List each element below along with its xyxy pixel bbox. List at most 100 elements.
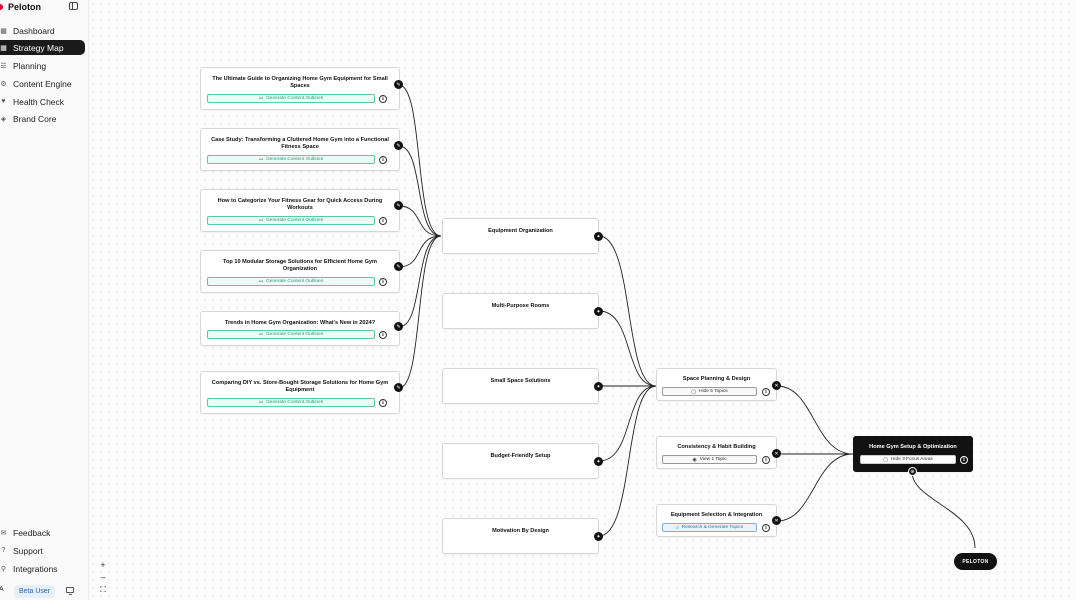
lightbulb-icon[interactable]: ✦	[594, 532, 603, 541]
info-icon[interactable]: i	[379, 95, 387, 103]
sidebar-item-strategy-map[interactable]: ▦ Strategy Map	[0, 40, 85, 55]
link-icon: ⚯	[258, 156, 264, 163]
info-icon[interactable]: i	[762, 456, 770, 464]
button-label: Generate Content Outlines	[266, 279, 324, 284]
focus-area-node[interactable]: Budget-Friendly Setup	[442, 443, 599, 479]
root-title: Home Gym Setup & Optimization	[869, 444, 957, 450]
generate-outlines-button[interactable]: ⚯Generate Content Outlines	[207, 398, 375, 407]
focus-area-node[interactable]: Equipment Organization	[442, 218, 599, 254]
button-label: Generate Content Outlines	[266, 332, 324, 337]
sidebar-item-label: Brand Core	[13, 113, 57, 124]
map-icon: ▦	[0, 44, 7, 52]
generate-outlines-button[interactable]: ⚯Generate Content Outlines	[207, 277, 375, 286]
lightbulb-icon[interactable]: ✦	[594, 457, 603, 466]
sidebar-item-label: Dashboard	[13, 25, 55, 36]
sidebar-item-label: Health Check	[13, 96, 65, 107]
button-label: Generate Content Outlines	[266, 218, 324, 223]
engine-icon: ⚙	[0, 80, 7, 88]
edit-icon[interactable]: ✎	[394, 322, 403, 331]
link-icon: ⚯	[258, 278, 264, 285]
generate-outlines-button[interactable]: ⚯Generate Content Outlines	[207, 155, 375, 164]
strategy-map-canvas[interactable]: The Ultimate Guide to Organizing Home Gy…	[89, 0, 1076, 600]
edge	[598, 235, 657, 387]
info-icon[interactable]: i	[379, 331, 387, 339]
info-icon[interactable]: i	[379, 156, 387, 164]
lightbulb-icon[interactable]: ✦	[594, 382, 603, 391]
button-label: Hide 3 Focus Areas	[890, 457, 933, 462]
link-icon: ⚯	[258, 95, 264, 102]
edit-icon[interactable]: ✎	[394, 201, 403, 210]
info-icon[interactable]: i	[379, 278, 387, 286]
edit-icon[interactable]: ✎	[394, 262, 403, 271]
category-node[interactable]: Equipment Selection & Integration ⌕Resea…	[656, 504, 777, 537]
hide-topics-button[interactable]: ▢Hide 5 Topics	[662, 387, 757, 396]
edge	[398, 205, 442, 237]
info-icon[interactable]: i	[960, 456, 968, 464]
focus-area-title: Multi-Purpose Rooms	[491, 303, 550, 309]
sidebar-item-content-engine[interactable]: ⚙ Content Engine	[0, 76, 85, 91]
button-label: Research & Generate Topics	[681, 525, 744, 530]
hide-focus-areas-button[interactable]: ▢Hide 3 Focus Areas	[860, 455, 956, 464]
focus-area-node[interactable]: Motivation By Design	[442, 518, 599, 554]
focus-area-node[interactable]: Multi-Purpose Rooms	[442, 293, 599, 329]
topic-node[interactable]: Trends in Home Gym Organization: What's …	[200, 311, 400, 346]
collapse-icon[interactable]: ✕	[772, 449, 781, 458]
generate-outlines-button[interactable]: ⚯Generate Content Outlines	[207, 94, 375, 103]
bottom-link-label: Support	[13, 545, 43, 556]
bottom-link-label: Feedback	[13, 527, 51, 538]
sidebar-item-label: Content Engine	[13, 78, 72, 89]
topic-node[interactable]: The Ultimate Guide to Organizing Home Gy…	[200, 67, 400, 110]
sidebar-item-planning[interactable]: ☰ Planning	[0, 58, 85, 73]
beta-user-badge[interactable]: Beta User	[14, 585, 56, 598]
info-icon[interactable]: i	[379, 217, 387, 225]
generate-outlines-button[interactable]: ⚯Generate Content Outlines	[207, 330, 375, 339]
edit-icon[interactable]: ✎	[394, 80, 403, 89]
collapse-icon[interactable]: ✕	[772, 516, 781, 525]
category-title: Consistency & Habit Building	[677, 444, 756, 450]
root-node[interactable]: Home Gym Setup & Optimization ▢Hide 3 Fo…	[853, 436, 973, 472]
focus-area-title: Motivation By Design	[492, 528, 549, 534]
generate-outlines-button[interactable]: ⚯Generate Content Outlines	[207, 216, 375, 225]
category-title: Equipment Selection & Integration	[670, 512, 763, 518]
feedback-icon: ✉	[0, 529, 7, 537]
support-link[interactable]: ? Support	[0, 543, 85, 558]
sidebar-item-health-check[interactable]: ♥ Health Check	[0, 94, 85, 109]
button-label: Generate Content Outlines	[266, 400, 324, 405]
lightbulb-icon[interactable]: ✦	[594, 232, 603, 241]
topic-node[interactable]: How to Categorize Your Fitness Gear for …	[200, 189, 400, 232]
brand-header: Peloton	[0, 0, 89, 14]
topic-title: Trends in Home Gym Organization: What's …	[224, 320, 376, 326]
topic-title: Case Study: Transforming a Cluttered Hom…	[211, 137, 389, 150]
topic-title: Comparing DIY vs. Store-Bought Storage S…	[211, 380, 389, 393]
lightbulb-icon[interactable]: ✦	[594, 307, 603, 316]
collapse-icon[interactable]: ✕	[772, 381, 781, 390]
zoom-out-button[interactable]: –	[100, 572, 106, 582]
user-avatar[interactable]: A	[0, 586, 4, 593]
integrations-link[interactable]: ⚲ Integrations	[0, 561, 85, 576]
info-icon[interactable]: i	[762, 388, 770, 396]
category-node[interactable]: Consistency & Habit Building ◉View 1 Top…	[656, 436, 777, 469]
button-label: Generate Content Outlines	[266, 157, 324, 162]
edit-icon[interactable]: ✎	[394, 141, 403, 150]
info-icon[interactable]: i	[379, 399, 387, 407]
category-node[interactable]: Space Planning & Design ▢Hide 5 Topics i	[656, 368, 777, 401]
view-topic-button[interactable]: ◉View 1 Topic	[662, 455, 757, 464]
edit-icon[interactable]: ✎	[394, 383, 403, 392]
sidebar-item-dashboard[interactable]: ▦ Dashboard	[0, 23, 85, 38]
sidebar-toggle-icon[interactable]	[69, 2, 78, 10]
edge	[911, 471, 976, 549]
topic-title: Top 10 Modular Storage Solutions for Eff…	[222, 259, 378, 272]
monitor-icon[interactable]	[66, 587, 74, 595]
topic-node[interactable]: Comparing DIY vs. Store-Bought Storage S…	[200, 371, 400, 414]
sidebar-item-brand-core[interactable]: ◈ Brand Core	[0, 111, 85, 126]
topic-node[interactable]: Top 10 Modular Storage Solutions for Eff…	[200, 250, 400, 293]
focus-area-node[interactable]: Small Space Solutions	[442, 368, 599, 404]
topic-node[interactable]: Case Study: Transforming a Cluttered Hom…	[200, 128, 400, 171]
globe-icon[interactable]: ⊕	[908, 467, 917, 476]
feedback-link[interactable]: ✉ Feedback	[0, 525, 85, 540]
info-icon[interactable]: i	[762, 524, 770, 532]
research-generate-button[interactable]: ⌕Research & Generate Topics	[662, 523, 757, 532]
zoom-in-button[interactable]: +	[100, 560, 106, 570]
brand-node[interactable]: PELOTON	[954, 553, 997, 570]
fit-view-icon[interactable]: ⛶	[100, 585, 106, 594]
